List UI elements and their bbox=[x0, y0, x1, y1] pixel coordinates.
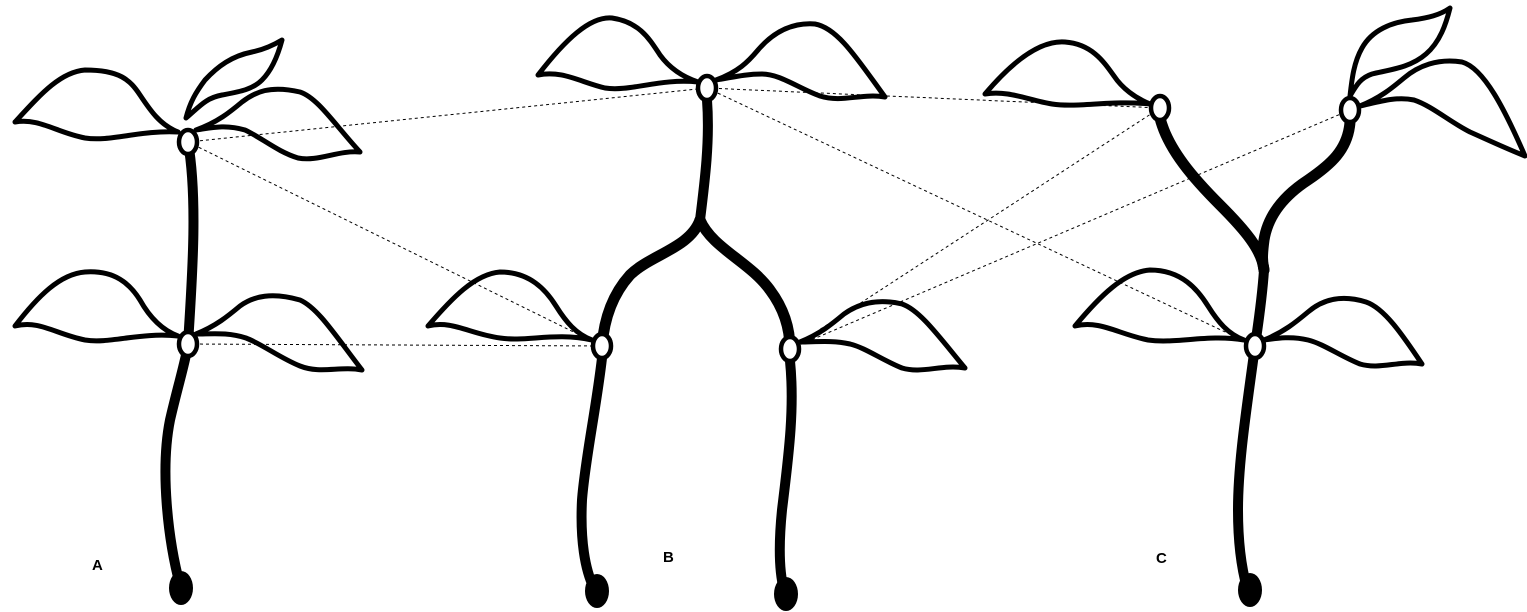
plant-c-bottom-right-leaf bbox=[1261, 295, 1425, 369]
plant-b-left-node bbox=[590, 331, 614, 361]
plant-b-right-branch bbox=[694, 214, 796, 355]
plant-a-lower-left-leaf bbox=[12, 269, 181, 344]
plant-c-right-top-upper-leaf bbox=[1347, 5, 1453, 99]
plant-a-upper-node bbox=[176, 127, 200, 157]
connector-b-top-to-c-bottom bbox=[706, 87, 1256, 347]
plant-b-left-root bbox=[585, 574, 609, 608]
plant-b-left-branch bbox=[596, 214, 706, 352]
plant-a-upper-right-leaf bbox=[193, 86, 363, 162]
plant-a-root bbox=[169, 571, 193, 605]
plant-c-left-top-node bbox=[1148, 93, 1172, 123]
label-c: C bbox=[1156, 550, 1167, 567]
plant-a-lower-node bbox=[176, 329, 200, 359]
plant-c-main-stem bbox=[1233, 265, 1269, 593]
plant-b-right-node bbox=[778, 334, 802, 364]
plant-a-upper-top-leaf bbox=[183, 37, 285, 121]
plant-c-right-branch bbox=[1257, 116, 1356, 276]
plant-b-left-stem bbox=[576, 353, 607, 593]
plant-c-bottom-node bbox=[1243, 331, 1267, 361]
connector-a-bottom-to-b-left bbox=[187, 343, 603, 347]
plant-b-left-leaf bbox=[425, 269, 595, 343]
plant-c-root bbox=[1238, 573, 1262, 607]
connector-a-top-to-b-left bbox=[187, 141, 603, 347]
label-b: B bbox=[663, 549, 674, 566]
plant-c-bottom-left-leaf bbox=[1072, 267, 1247, 344]
plant-b bbox=[425, 15, 968, 611]
plant-c-right-top-node bbox=[1338, 95, 1362, 125]
plant-a-stem bbox=[160, 137, 199, 590]
plant-a bbox=[12, 37, 365, 605]
plant-b-top-left-leaf bbox=[535, 15, 701, 92]
plant-b-right-stem bbox=[774, 356, 797, 595]
plant-c-right-top-lower-leaf bbox=[1357, 58, 1527, 159]
plant-b-right-leaf bbox=[797, 299, 968, 373]
plant-c-left-branch bbox=[1154, 112, 1270, 276]
plant-b-right-root bbox=[774, 577, 798, 611]
label-a: A bbox=[92, 557, 103, 574]
plant-b-main-stem bbox=[695, 95, 713, 225]
plant-b-top-right-leaf bbox=[713, 21, 888, 101]
connection-lines bbox=[187, 87, 1351, 350]
connector-a-top-to-b-top bbox=[187, 87, 708, 143]
plant-c-left-top-leaf bbox=[982, 39, 1153, 108]
plant-a-upper-left-leaf bbox=[12, 67, 181, 142]
plant-b-top-node bbox=[695, 73, 719, 103]
plant-a-lower-right-leaf bbox=[193, 293, 365, 373]
plant-c bbox=[982, 5, 1527, 607]
